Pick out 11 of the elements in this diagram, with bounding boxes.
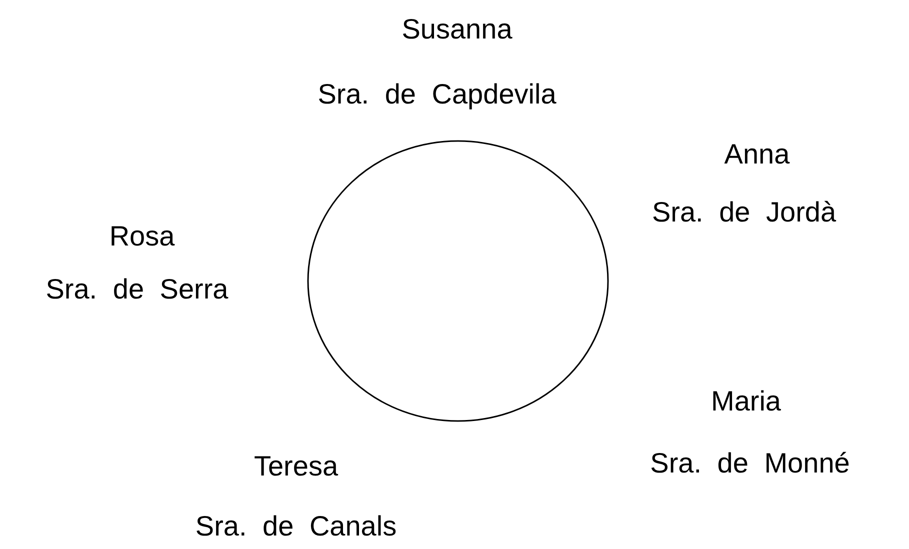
- guest-name: Rosa: [109, 222, 175, 252]
- guest-surname: Sra. de Serra: [46, 274, 228, 306]
- guest-surname: Sra. de Jordà: [652, 198, 836, 228]
- guest-surname: Sra. de Canals: [195, 512, 397, 542]
- guest-surname: Sra. de Monné: [650, 448, 850, 480]
- guest-name: Teresa: [254, 452, 338, 482]
- guest-name: Susanna: [402, 14, 512, 46]
- guest-name: Maria: [711, 386, 781, 418]
- guest-name: Anna: [724, 140, 790, 170]
- round-table: [307, 140, 609, 422]
- guest-surname: Sra. de Capdevila: [318, 80, 556, 110]
